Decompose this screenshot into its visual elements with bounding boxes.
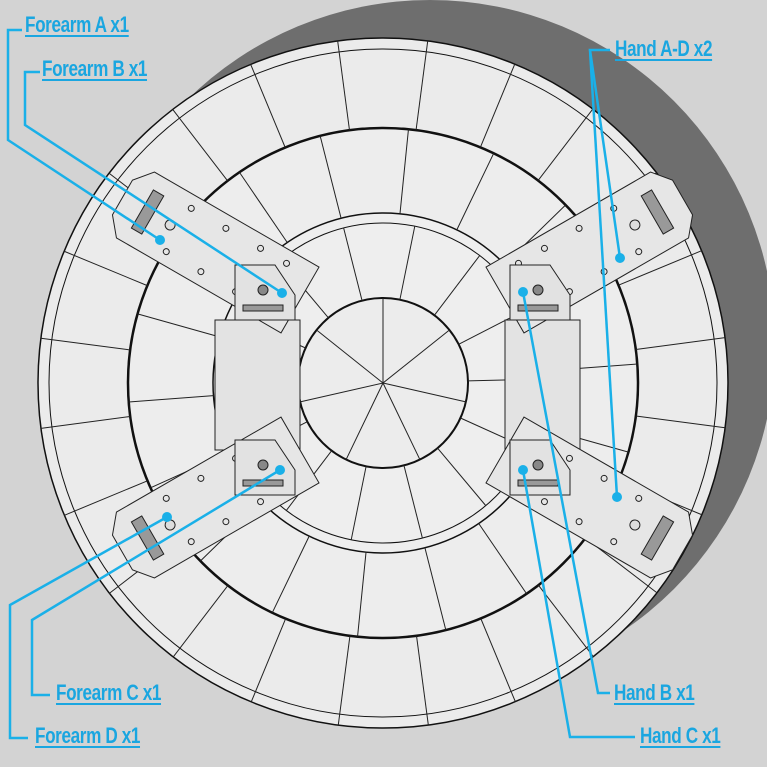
segment-line bbox=[479, 63, 516, 148]
segment-line bbox=[456, 153, 495, 231]
label-forearm-c: Forearm C x1 bbox=[56, 680, 162, 705]
segment-line bbox=[172, 109, 228, 182]
segment-line bbox=[382, 382, 421, 460]
segment-line bbox=[63, 250, 148, 287]
segment-line bbox=[238, 171, 288, 243]
segment-line bbox=[399, 226, 416, 300]
dot-hand-c bbox=[518, 465, 528, 475]
segment-line bbox=[415, 40, 429, 131]
leader-hand-b bbox=[521, 291, 610, 695]
segment-line bbox=[382, 329, 450, 384]
dot-forearm-c bbox=[275, 465, 285, 475]
segment-lines bbox=[40, 40, 726, 726]
segment-line bbox=[424, 547, 447, 631]
segment-line bbox=[478, 523, 528, 595]
leader-forearm-b bbox=[23, 70, 283, 295]
segment-line bbox=[345, 382, 384, 460]
label-forearm-d: Forearm D x1 bbox=[35, 723, 141, 748]
segment-line bbox=[635, 337, 726, 350]
leader-dots bbox=[155, 235, 625, 522]
dot-hand-a bbox=[615, 253, 625, 263]
segment-line bbox=[403, 465, 423, 539]
segment-line bbox=[64, 480, 148, 516]
segment-line bbox=[337, 635, 351, 726]
segment-line bbox=[137, 313, 220, 338]
leader-forearm-d bbox=[8, 515, 168, 740]
segment-line bbox=[319, 135, 342, 219]
segment-line bbox=[635, 415, 726, 429]
segment-line bbox=[343, 227, 363, 301]
leader-forearm-a bbox=[6, 28, 161, 242]
segment-line bbox=[250, 64, 286, 148]
segment-line bbox=[480, 618, 516, 702]
segment-line bbox=[416, 635, 429, 726]
dot-hand-d bbox=[612, 492, 622, 502]
segment-line bbox=[40, 337, 131, 351]
segment-line bbox=[357, 552, 367, 637]
label-forearm-a: Forearm A x1 bbox=[25, 12, 129, 37]
dot-hand-b bbox=[518, 287, 528, 297]
segment-line bbox=[250, 618, 287, 703]
label-hand-c: Hand C x1 bbox=[640, 723, 721, 748]
dot-forearm-a bbox=[155, 235, 165, 245]
segment-line bbox=[350, 466, 367, 540]
segment-line bbox=[40, 416, 131, 429]
dot-forearm-b bbox=[277, 288, 287, 298]
dot-forearm-d bbox=[162, 512, 172, 522]
segment-line bbox=[433, 255, 481, 316]
leader-lines bbox=[6, 28, 635, 740]
segment-line bbox=[537, 108, 594, 181]
segment-line bbox=[337, 40, 350, 131]
label-forearm-b: Forearm B x1 bbox=[42, 56, 148, 81]
label-hand-b: Hand B x1 bbox=[614, 680, 695, 705]
segment-line bbox=[437, 447, 487, 506]
segment-line bbox=[399, 129, 409, 214]
leader-forearm-c bbox=[30, 468, 281, 697]
segment-line bbox=[618, 250, 702, 286]
segment-line bbox=[382, 382, 466, 403]
segment-line bbox=[271, 535, 310, 613]
segment-line bbox=[538, 584, 594, 657]
segment-line bbox=[172, 585, 229, 658]
leader-hand-ad-2 bbox=[588, 49, 619, 498]
label-hand-a-d: Hand A-D x2 bbox=[615, 36, 713, 61]
segment-line bbox=[128, 395, 214, 403]
segment-line bbox=[316, 329, 384, 384]
segment-line bbox=[300, 382, 384, 403]
leader-hand-c bbox=[521, 469, 635, 739]
